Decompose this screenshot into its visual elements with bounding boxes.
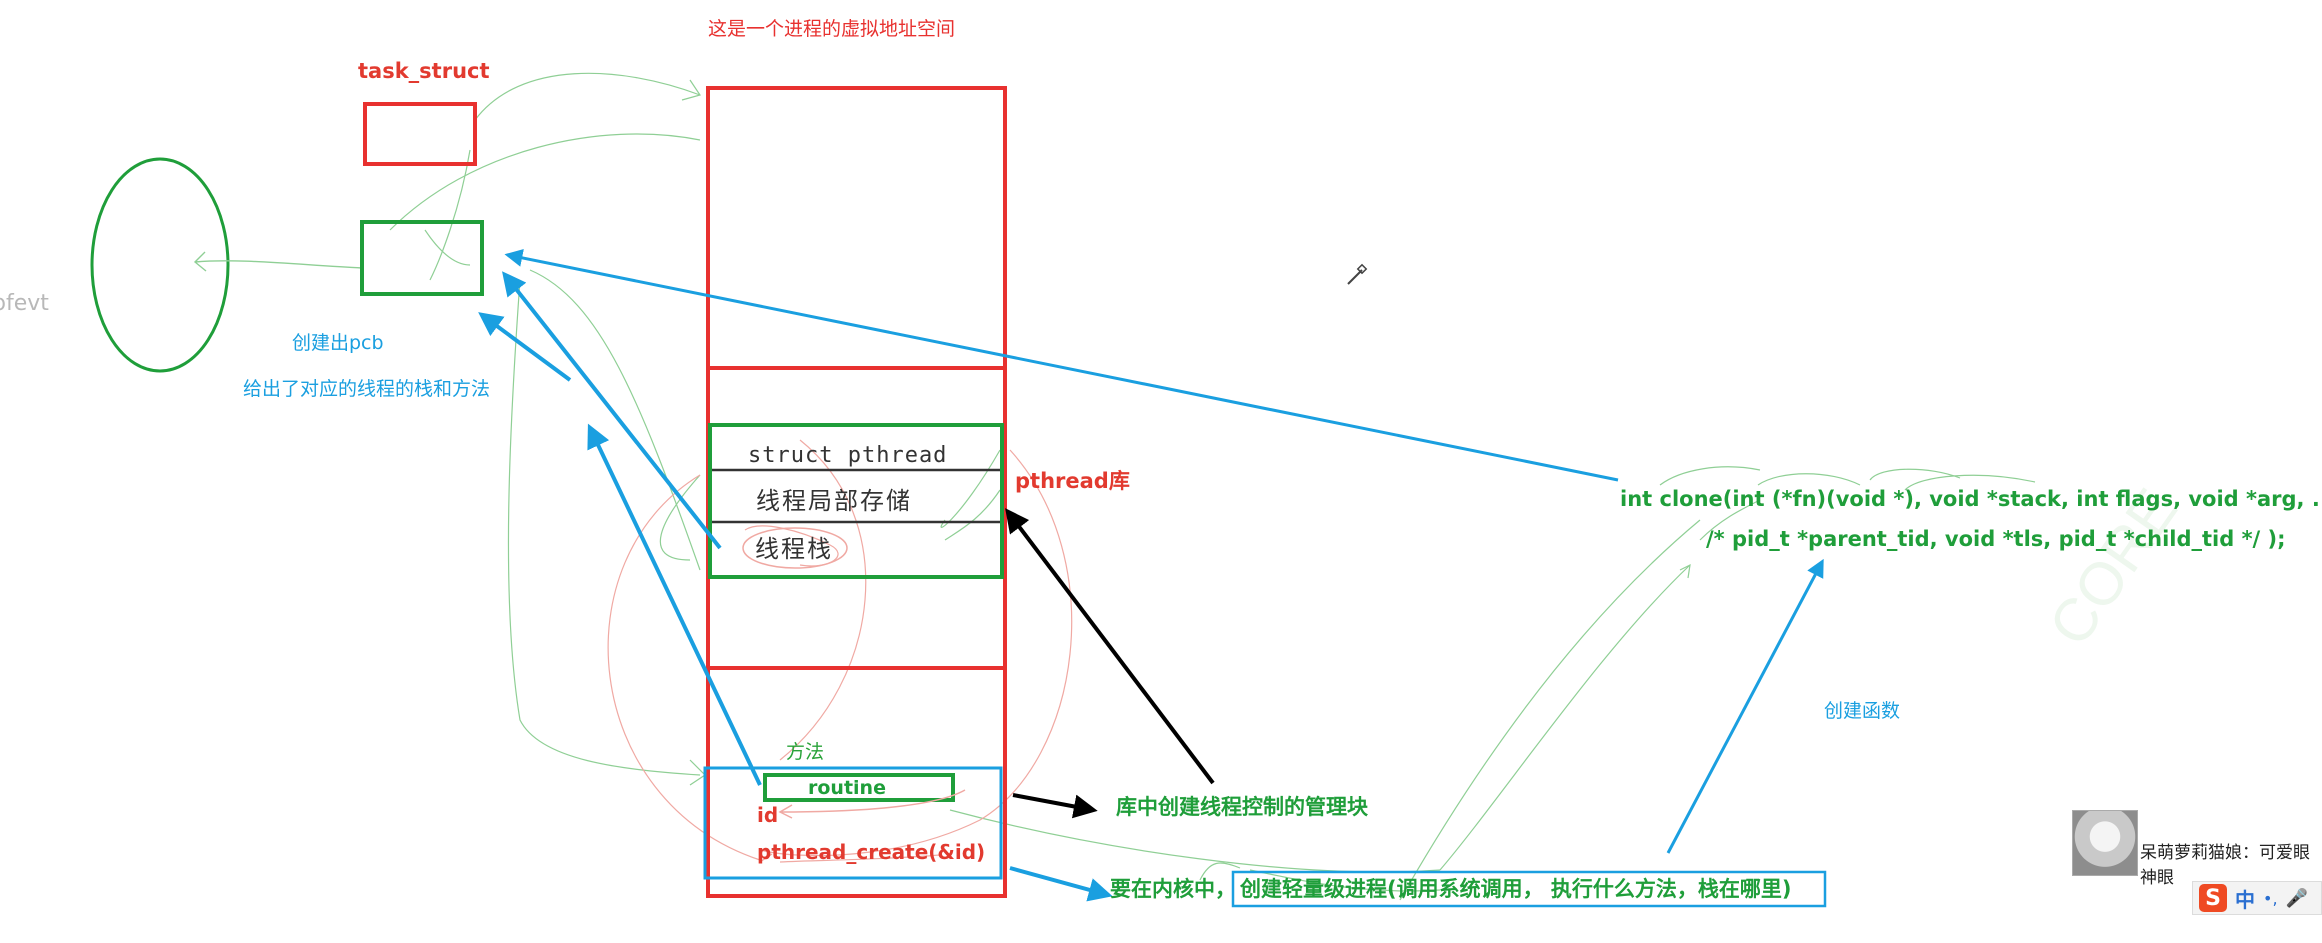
ime-punctuation-toggle[interactable]: •,	[2263, 888, 2278, 908]
thread-local-storage-label: 线程局部存储	[756, 487, 912, 515]
pthread-lib-label: pthread库	[1015, 469, 1130, 493]
arrow-create-to-kernel	[1009, 866, 1113, 902]
arrow-routine-to-lib	[1012, 793, 1098, 819]
pcb-box	[360, 220, 484, 296]
lib-control-block-label: 库中创建线程控制的管理块	[1116, 795, 1368, 819]
create-call-frame	[703, 766, 1003, 880]
address-space-title: 这是一个进程的虚拟地址空间	[708, 18, 956, 40]
struct-pthread-label: struct pthread	[748, 443, 948, 468]
give-stack-method-label: 给出了对应的线程的栈和方法	[243, 378, 491, 400]
thread-stack-circle	[742, 527, 848, 569]
cut-off-text: pfevt	[0, 291, 49, 316]
pthread-block	[708, 423, 1004, 579]
method-label: 方法	[786, 741, 825, 763]
ime-logo-icon[interactable]: S	[2199, 884, 2227, 912]
arrow-block-to-pthread	[1005, 508, 1215, 785]
kernel-explanation-box	[1231, 870, 1827, 908]
kernel-boxed-label: 创建轻量级进程(调用系统调用， 执行什么方法，栈在哪里)	[1240, 877, 1792, 901]
routine-label: routine	[808, 777, 886, 799]
thread-stack-label: 线程栈	[755, 535, 833, 563]
routine-box	[763, 773, 955, 802]
ellipse-pointer-stroke	[193, 251, 363, 272]
create-function-label: 创建函数	[1824, 700, 1901, 722]
clone-signature-line-2: /* pid_t *parent_tid, void *tls, pid_t *…	[1706, 527, 2286, 551]
avatar[interactable]	[2072, 810, 2138, 876]
task-struct-box	[363, 102, 477, 166]
kernel-ellipse	[90, 157, 230, 373]
chat-message: 呆萌萝莉猫娘：可爱眼神眼	[2140, 843, 2310, 888]
id-label: id	[757, 803, 779, 827]
kernel-prefix-label: 要在内核中，	[1110, 877, 1236, 901]
arrow-to-pcb-label	[478, 312, 572, 382]
pthread-create-label: pthread_create(&id)	[757, 840, 986, 864]
pen-cursor-icon	[1347, 263, 1368, 285]
task-struct-label: task_struct	[358, 59, 490, 83]
arrow-clone-to-pcb	[504, 249, 1619, 482]
arrow-routine-to-pcb	[587, 423, 762, 786]
arrow-stack-to-pcb	[502, 271, 722, 550]
ime-toolbar[interactable]: S 中 •, 🎤	[2192, 881, 2322, 915]
ime-language-toggle[interactable]: 中	[2235, 887, 2255, 912]
routine-arrow	[778, 789, 966, 819]
arrow-to-clone-function	[1666, 558, 1824, 854]
create-pcb-label: 创建出pcb	[292, 332, 384, 354]
clone-signature-line-1: int clone(int (*fn)(void *), void *stack…	[1620, 487, 2322, 511]
microphone-icon[interactable]: 🎤	[2285, 887, 2308, 909]
